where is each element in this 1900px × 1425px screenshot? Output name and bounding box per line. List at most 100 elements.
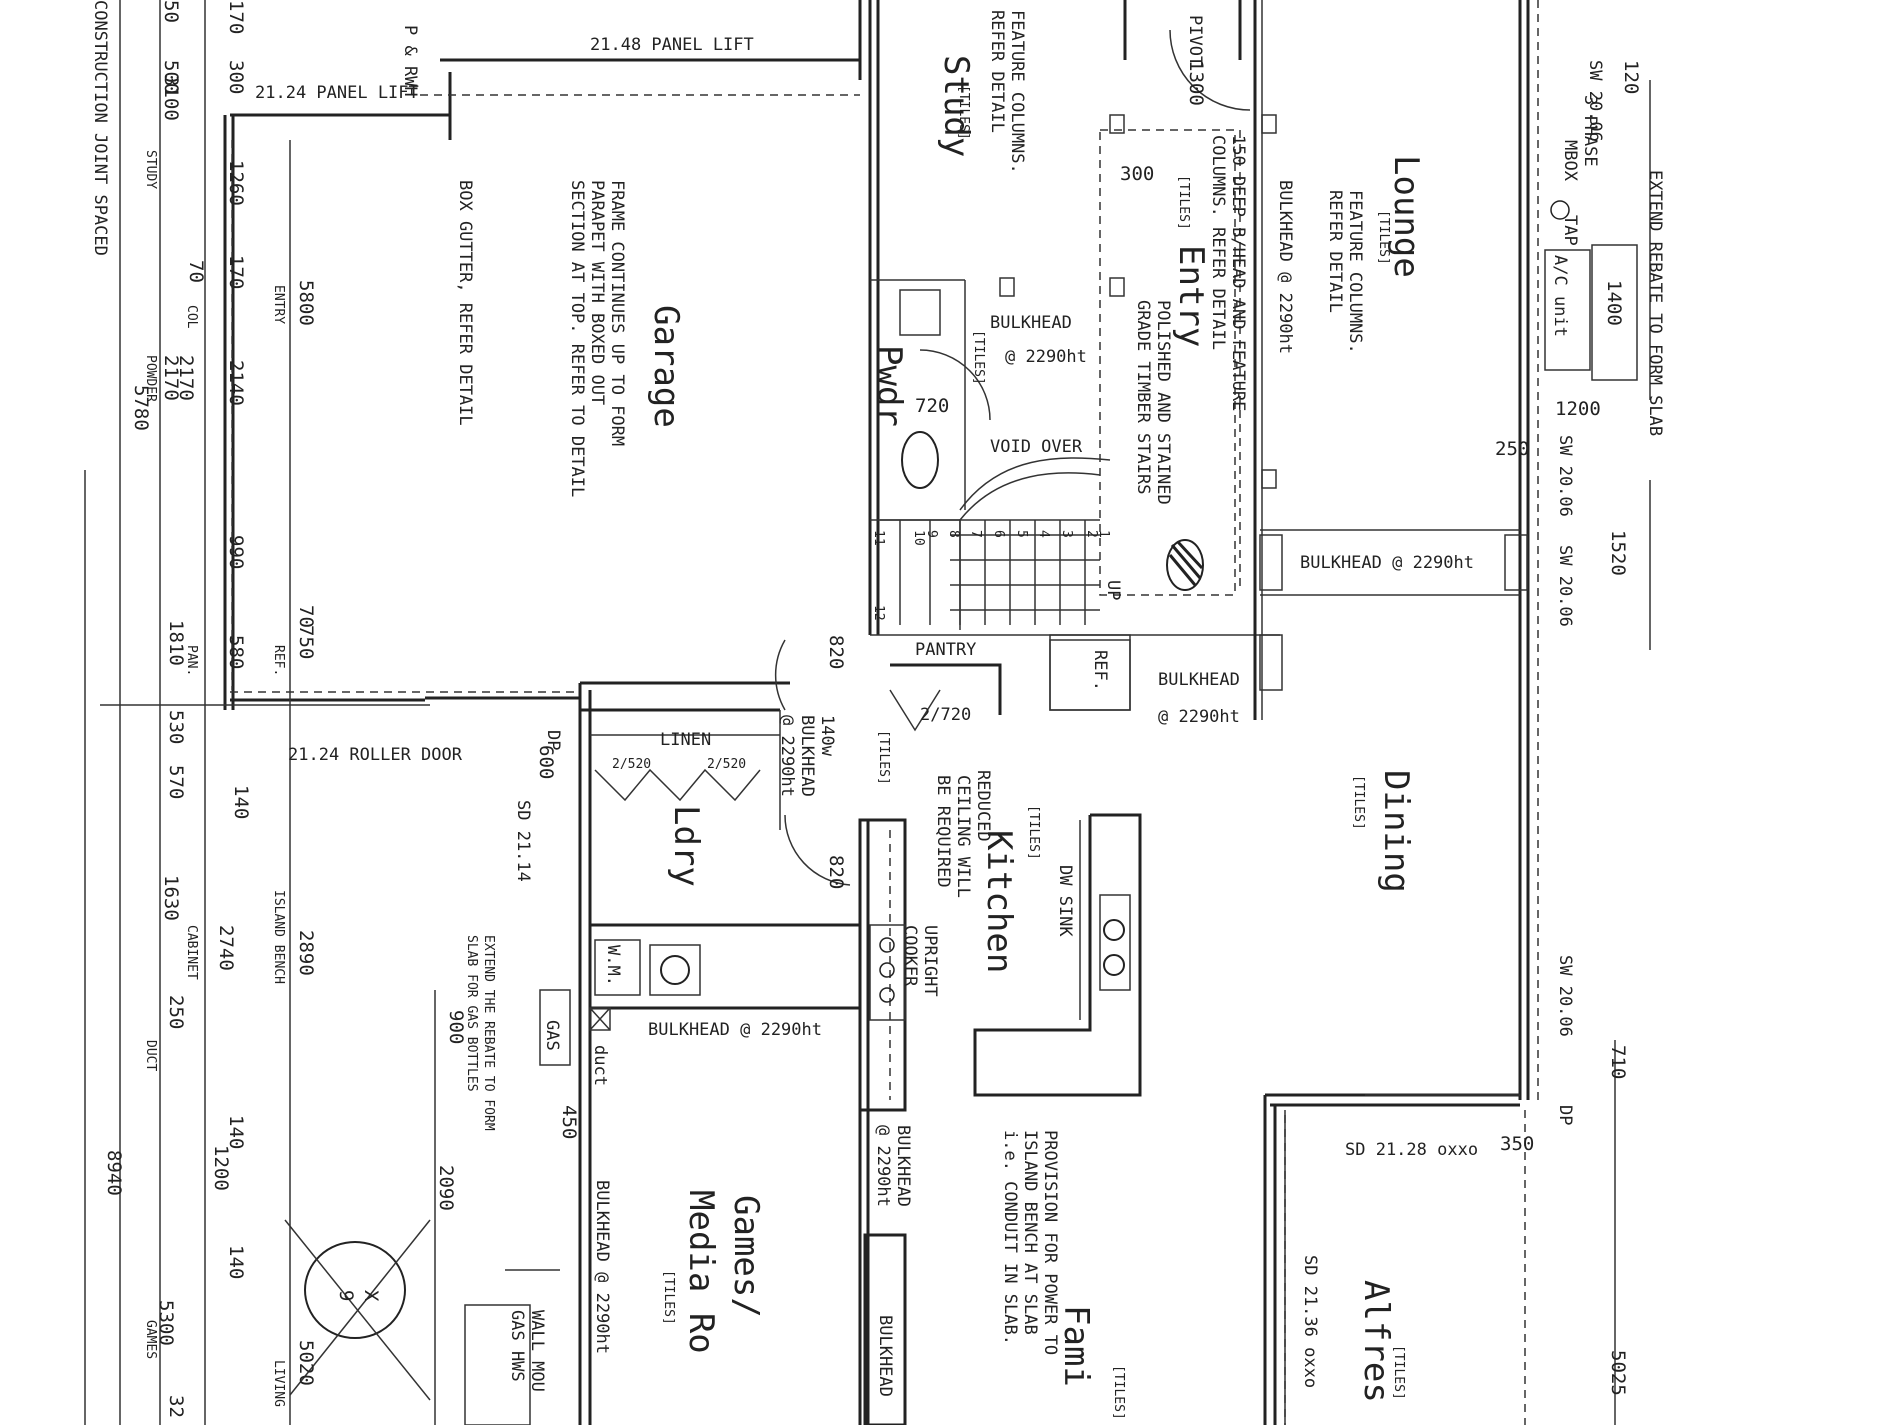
stair-number: 1 — [1096, 530, 1111, 538]
note-upright: UPRIGHT — [920, 925, 940, 997]
note-sw-2006-a: SW 20.06 — [1555, 435, 1575, 517]
note-wall-mou-1: WALL MOU — [527, 1310, 547, 1392]
dim: 1520 — [1607, 530, 1629, 576]
stair-number: 10 — [911, 530, 926, 546]
tiles-games: [TILES] — [661, 1270, 676, 1325]
stair-number: 8 — [946, 530, 961, 538]
tiles-study: [TILES] — [956, 85, 971, 140]
note-feature-study-2: REFER DETAIL — [987, 10, 1007, 133]
note-bulkhead-pwdr-1: BULKHEAD — [990, 313, 1072, 333]
dim: 2170 — [175, 355, 197, 401]
note-sw-2006-c: SW 20.06 — [1555, 955, 1575, 1037]
dim: 2890 — [295, 930, 317, 976]
note-pivot: PIVOT — [1185, 15, 1205, 66]
note-up: UP — [1103, 580, 1123, 600]
dim: 50 — [160, 0, 182, 23]
dim: 1200 — [210, 1145, 232, 1191]
dim: 2140 — [225, 360, 247, 406]
dim: 750 — [295, 625, 317, 659]
note-sd-2128: SD 21.28 oxxo — [1345, 1140, 1478, 1160]
note-bulkhead-lounge: BULKHEAD @ 2290ht — [1275, 180, 1295, 354]
dim: 350 — [1500, 1133, 1534, 1155]
dim: 530 — [165, 710, 187, 744]
note-gas: GAS — [542, 1020, 562, 1051]
room-study: Study — [936, 55, 976, 157]
note-panel-lift-48: 21.48 PANEL LIFT — [590, 35, 754, 55]
label-pan: PAN. — [184, 645, 199, 676]
dim: 1400 — [1603, 280, 1625, 326]
note-p-rwh: P & RWH — [400, 25, 420, 97]
stair-number: 4 — [1036, 530, 1051, 538]
dimensions: 3100 500 50 170 300 1260 70 170 2170 217… — [103, 0, 1642, 1418]
dim: 170 — [225, 0, 247, 34]
room-games-media-2: Media Ro — [681, 1190, 721, 1354]
stair-number: 3 — [1059, 530, 1074, 538]
dim: 300 — [225, 60, 247, 94]
note-provision-2: ISLAND BENCH AT SLAB — [1020, 1130, 1040, 1335]
note-col-150-1: 150 DEEP B/HEAD AND FEATURE — [1228, 135, 1248, 411]
tiles-ldry: [TILES] — [876, 730, 891, 785]
note-col-150-2: COLUMNS. REFER DETAIL — [1208, 135, 1228, 350]
note-wall-mou-2: GAS HWS — [507, 1310, 527, 1382]
note-bulkhead-pwdr-2: @ 2290ht — [1005, 347, 1087, 367]
gas-bottle-x: X — [360, 1290, 382, 1302]
note-frame-1: FRAME CONTINUES UP TO FORM — [607, 180, 627, 446]
dim: 5780 — [130, 385, 152, 431]
note-dw-sink: DW SINK — [1055, 865, 1075, 937]
note-panel-lift-24: 21.24 PANEL LIFT — [255, 83, 419, 103]
room-entry: Entry — [1171, 245, 1211, 347]
note-linen-door-2: 2/520 — [707, 757, 746, 772]
note-sd-2136: SD 21.36 oxxo — [1300, 1255, 1320, 1388]
dim: 990 — [225, 535, 247, 569]
label-island-bench: ISLAND BENCH — [271, 890, 286, 984]
dim: 1200 — [1555, 398, 1601, 420]
room-garage: Garage — [646, 305, 686, 428]
dim: 600 — [535, 745, 557, 779]
dim: 120 — [1620, 60, 1642, 94]
annotations: 21.48 PANEL LIFT 21.24 PANEL LIFT P & RW… — [90, 0, 1665, 1407]
room-family: Fami — [1056, 1305, 1096, 1387]
note-provision-3: i.e. CONDUIT IN SLAB. — [1000, 1130, 1020, 1345]
dim: 250 — [165, 995, 187, 1029]
note-sw-2006-d: SW 20.06 — [1585, 60, 1605, 142]
note-bulkhead-v2-2: @ 2290ht — [873, 1125, 893, 1207]
dim: 1810 — [165, 620, 187, 666]
stair-number: 6 — [991, 530, 1006, 538]
note-bh-140w-3: @ 2290ht — [777, 715, 797, 797]
note-sd-2114: SD 21.14 — [513, 800, 533, 882]
note-bh-140w-2: BULKHEAD — [797, 715, 817, 797]
tiles-entry: [TILES] — [1176, 175, 1191, 230]
tiles-family: [TILES] — [1111, 1365, 1126, 1420]
note-linen: LINEN — [660, 730, 711, 750]
dim: 820 — [825, 635, 847, 669]
dimension-lines — [84, 0, 1651, 1425]
tiles-alfresco: [TILES] — [1391, 1345, 1406, 1400]
note-roller-door: 21.24 ROLLER DOOR — [288, 745, 463, 765]
dim: 2740 — [215, 925, 237, 971]
dim: 140 — [225, 1245, 247, 1279]
stair-number: 11 — [871, 530, 886, 546]
dim: 250 — [1495, 438, 1529, 460]
dim: 2170 — [160, 355, 182, 401]
note-bulkhead-kitchen-2: @ 2290ht — [1158, 707, 1240, 727]
dim: 1300 — [1185, 60, 1207, 106]
note-wm: W.M. — [603, 945, 623, 986]
room-pwdr: Pwdr — [869, 345, 909, 427]
note-sw-2006-b: SW 20.06 — [1555, 545, 1575, 627]
note-polished-2: GRADE TIMBER STAIRS — [1133, 300, 1153, 494]
note-bulkhead-v2-1: BULKHEAD — [893, 1125, 913, 1207]
dim: 70 — [185, 260, 207, 283]
dim: 450 — [558, 1105, 580, 1139]
dim: 8940 — [103, 1150, 125, 1196]
note-feature-lounge-1: FEATURE COLUMNS. — [1345, 190, 1365, 354]
note-duct: duct — [590, 1045, 610, 1086]
dim: 32 — [165, 1395, 187, 1418]
stair-number: 2 — [1084, 530, 1099, 538]
note-dp-2: DP — [1555, 1105, 1575, 1125]
label-col: COL — [184, 305, 199, 329]
note-bulkhead-2290-v: BULKHEAD @ 2290ht — [592, 1180, 612, 1354]
note-mbox: MBOX — [1560, 140, 1580, 182]
note-ref: REF. — [1090, 650, 1110, 691]
dim: 710 — [1607, 1045, 1629, 1079]
label-ref: REF. — [271, 645, 286, 676]
